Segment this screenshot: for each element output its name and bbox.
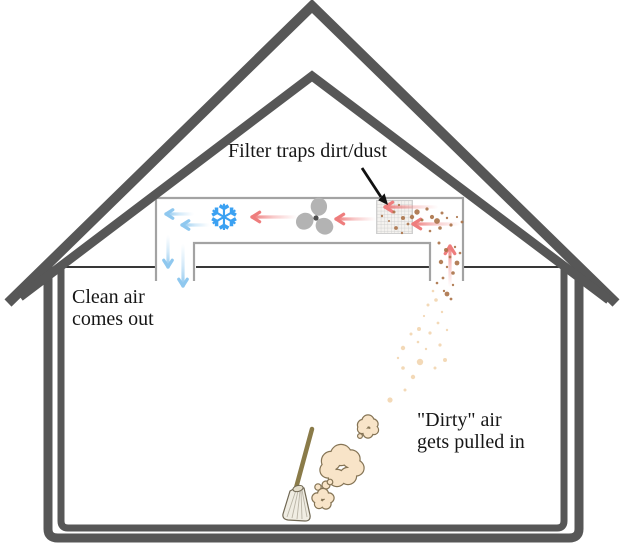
dust-puff-pair [314, 478, 334, 491]
outer-wall [43, 266, 584, 543]
dust-cloud-large [318, 443, 365, 495]
fan-icon [296, 197, 334, 235]
broom-handle [293, 426, 315, 491]
dirty-air-label-line2: gets pulled in [417, 431, 525, 453]
inner-roof [17, 70, 612, 304]
filter-caption: Filter traps dirt/dust [228, 140, 387, 162]
warm-air-arrows [250, 200, 460, 287]
duct-inner [192, 241, 432, 281]
clean-air-label-line1: Clean air [72, 286, 145, 308]
broom [282, 426, 315, 522]
dirty-air-label-line1: "Dirty" air [417, 409, 502, 431]
dirt-particles [380, 203, 464, 301]
clean-air-label-line2: comes out [72, 308, 154, 330]
duct [154, 196, 465, 281]
clean-air-label: Clean air comes out [72, 286, 154, 330]
clean-air-arrows [162, 208, 210, 288]
annotation-arrow [360, 167, 388, 205]
broom-strands [286, 489, 308, 520]
dust-cloud-small [356, 414, 380, 440]
outer-roof [4, 0, 620, 307]
dust-clouds [311, 414, 380, 510]
inner-wall [57, 266, 568, 532]
snowflake-icon: ❆ [209, 198, 239, 239]
broom-binding [292, 484, 304, 493]
dirty-air-label: "Dirty" air gets pulled in [417, 409, 525, 453]
duct-outer [154, 196, 465, 281]
dust-particles [387, 289, 449, 403]
dust-puff-bottom [311, 487, 335, 510]
